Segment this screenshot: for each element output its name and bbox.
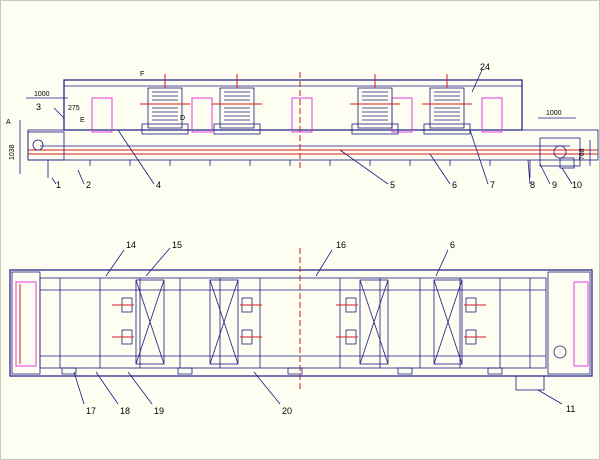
callout-24: 24	[480, 62, 490, 72]
plan-right-pink	[573, 281, 589, 367]
leader-lines-top	[51, 69, 573, 185]
callout-20: 20	[282, 406, 292, 416]
heater-block	[291, 97, 313, 133]
support-legs	[47, 160, 531, 178]
left-end-unit	[27, 131, 65, 161]
heater-block	[91, 97, 113, 133]
callout-15: 15	[172, 240, 182, 250]
plan-coil-module-2	[209, 279, 262, 365]
callout-16: 16	[336, 240, 346, 250]
callout-4: 4	[156, 180, 161, 190]
plan-view: 14 15 16 6 17 18 19 20 11	[9, 240, 593, 416]
letter-e: E	[80, 117, 85, 124]
plan-motor	[553, 345, 567, 359]
plan-left-end	[11, 271, 41, 375]
letter-d: D	[180, 115, 185, 122]
callout-7: 7	[490, 180, 495, 190]
conveyor-body	[27, 129, 599, 161]
dim-left-width: 1000	[34, 91, 50, 98]
coil-unit-1	[140, 74, 190, 135]
callout-14: 14	[126, 240, 136, 250]
coil-unit-3	[350, 74, 400, 135]
callout-2: 2	[86, 180, 91, 190]
motor-box	[559, 157, 575, 169]
plan-right-end	[547, 271, 591, 375]
leader-lines-bottom	[73, 247, 563, 405]
callout-11: 11	[566, 404, 575, 414]
plan-frame-members	[59, 278, 531, 368]
dim-right-width: 1000	[546, 110, 562, 117]
callout-1: 1	[56, 180, 61, 190]
dim-left-height-a: A	[6, 119, 11, 126]
dim-left-height-main: 1038	[9, 144, 16, 160]
heater-block	[391, 97, 413, 133]
plan-inner-frame	[39, 277, 547, 369]
left-drive-roller	[32, 139, 44, 151]
hood-outline	[63, 79, 523, 131]
plan-left-pink	[15, 281, 37, 367]
callout-17: 17	[86, 406, 96, 416]
control-box	[515, 375, 545, 391]
heater-block	[191, 97, 213, 133]
plan-feet	[61, 367, 503, 375]
dim-left-offset: 275	[68, 105, 80, 112]
plan-outline	[9, 269, 593, 377]
callout-19: 19	[154, 406, 164, 416]
callout-6-plan: 6	[450, 240, 455, 250]
coil-unit-2	[212, 74, 262, 135]
plan-coil-module-3	[336, 279, 389, 365]
letter-f: F	[140, 71, 144, 78]
plan-coil-module-4	[433, 279, 486, 365]
coil-unit-4	[422, 74, 472, 135]
callout-18: 18	[120, 406, 130, 416]
right-drive-roller	[553, 145, 567, 159]
callout-6: 6	[452, 180, 457, 190]
heater-block	[481, 97, 503, 133]
elevation-view: 1000 275 A 1038 E 1000 768 F D 1 2 3 4 5…	[6, 62, 599, 190]
callout-5: 5	[390, 180, 395, 190]
dim-right-height: 768	[579, 148, 586, 160]
callout-10: 10	[572, 180, 582, 190]
callout-8: 8	[530, 180, 535, 190]
callout-9: 9	[552, 180, 557, 190]
callout-3: 3	[36, 102, 41, 112]
plan-coil-module-1	[112, 279, 165, 365]
